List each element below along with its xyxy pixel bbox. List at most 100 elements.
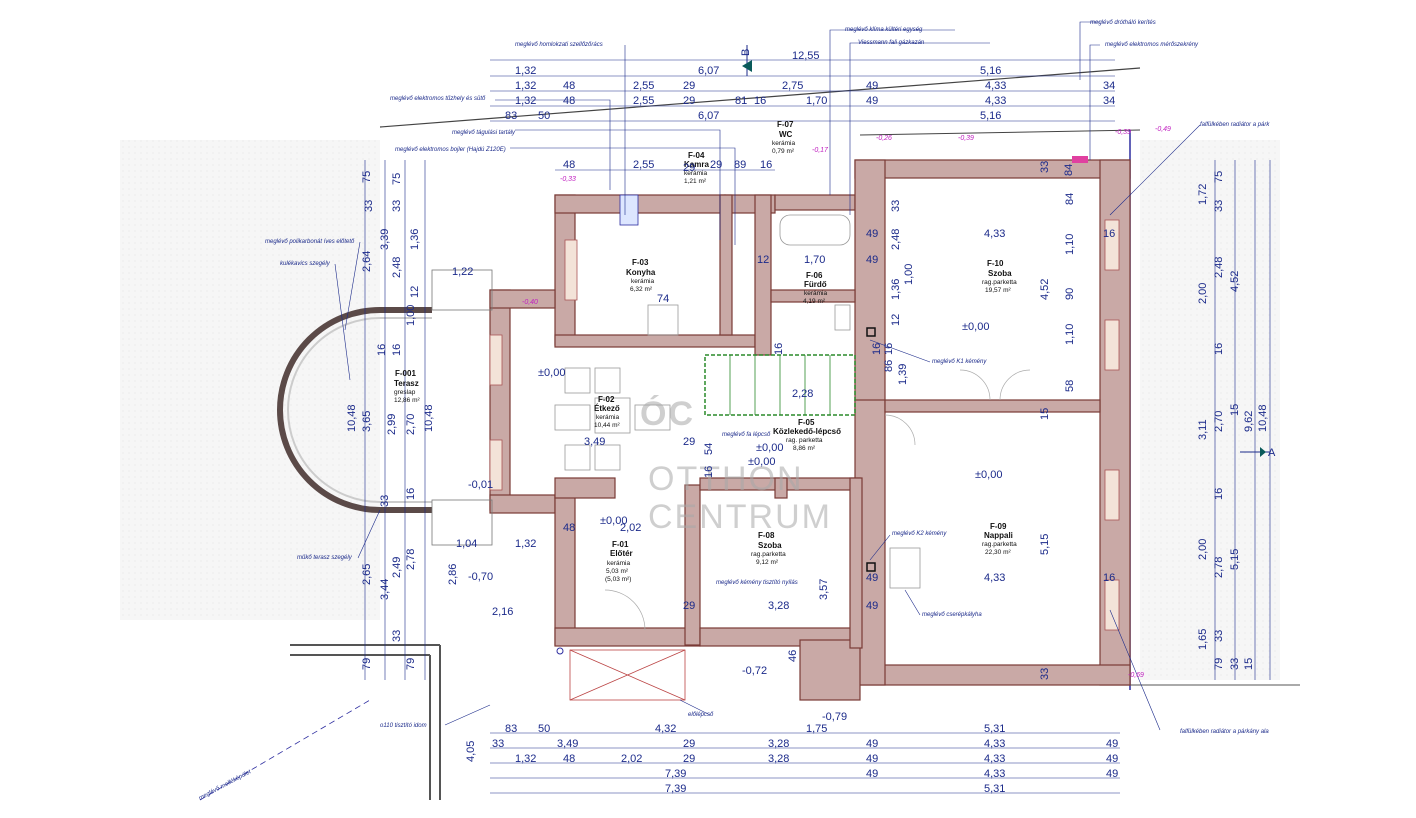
dim-text: 5,15 xyxy=(1039,534,1051,555)
ann-csempe: meglévő cserépkályha xyxy=(922,612,982,618)
svg-text:Konyha: Konyha xyxy=(626,268,656,277)
dim-text: 1,10 xyxy=(1064,234,1076,255)
dim-text: 1,65 xyxy=(1197,629,1209,650)
ann-melleképulet: meglévő melléképület xyxy=(198,769,252,802)
dim-text: 1,70 xyxy=(806,95,827,107)
dim-text: 75 xyxy=(1213,171,1225,183)
dim-text: 58 xyxy=(1064,380,1076,392)
dim-text: 16 xyxy=(1213,488,1225,500)
svg-text:10,44 m²: 10,44 m² xyxy=(594,422,620,429)
dim-text: 49 xyxy=(866,738,878,750)
dim-text: 4,33 xyxy=(984,768,1005,780)
dim-text: 90 xyxy=(1064,288,1076,300)
dim-text: 4,05 xyxy=(465,741,477,762)
dim-text: 49 xyxy=(866,228,878,240)
ann-k1: meglévő K1 kémény xyxy=(932,359,987,365)
section-a-arrow xyxy=(1260,447,1266,457)
outbuilding-line xyxy=(199,699,371,801)
dim-text: 86 xyxy=(883,360,895,372)
bottom-dimensions: 83 50 4,32 1,75 5,31 33 3,49 29 3,28 49 … xyxy=(465,723,1118,795)
level-marker: -0,72 xyxy=(742,665,767,677)
svg-text:F-08: F-08 xyxy=(758,531,775,540)
dim-text: 15 xyxy=(1039,408,1051,420)
dim-text: 12 xyxy=(757,254,769,266)
svg-text:rag.parketta: rag.parketta xyxy=(751,551,786,558)
room-labels: F-001 Terasz greslap 12,86 m² F-02 Étkez… xyxy=(394,120,1017,583)
dim-text: 2,16 xyxy=(492,606,513,618)
dim-text: 29 xyxy=(683,600,695,612)
svg-text:Fürdő: Fürdő xyxy=(804,280,827,289)
dim-text: 29 xyxy=(683,80,695,92)
svg-text:0,79 m²: 0,79 m² xyxy=(772,148,795,155)
dim-text: 49 xyxy=(866,753,878,765)
meter-box-marker xyxy=(1072,156,1088,163)
zero-level: ±0,00 xyxy=(975,469,1002,481)
dim-text: 46 xyxy=(787,650,799,662)
dim-text: 15 xyxy=(1243,658,1255,670)
dim-text: 29 xyxy=(710,159,722,171)
svg-text:Szoba: Szoba xyxy=(988,269,1012,278)
dim-text: 49 xyxy=(1106,768,1118,780)
dim-text: 2,48 xyxy=(890,229,902,250)
dim-text: 15 xyxy=(1229,404,1241,416)
window-niches xyxy=(489,194,1120,631)
dim-text: 2,49 xyxy=(391,557,403,578)
dim-text: 2,70 xyxy=(1213,411,1225,432)
furniture xyxy=(554,214,921,589)
dim-text: 2,00 xyxy=(1197,283,1209,304)
dim-text: 16 xyxy=(871,343,883,355)
dim-text: 2,70 xyxy=(405,414,417,435)
svg-text:F-01: F-01 xyxy=(612,540,629,549)
fence-line xyxy=(379,67,1141,128)
dim-text: 16 xyxy=(391,344,403,356)
dim-text: 10,48 xyxy=(1257,404,1269,432)
dim-text: 1,00 xyxy=(903,264,915,285)
dim-text: 1,36 xyxy=(890,279,902,300)
dim-text: 4,33 xyxy=(984,572,1005,584)
chimney-k1-icon xyxy=(866,327,876,337)
svg-text:F-07: F-07 xyxy=(777,120,794,129)
room-f03: F-03 Konyha kerámia 6,32 m² xyxy=(626,258,656,293)
svg-text:F-02: F-02 xyxy=(598,395,615,404)
level-marker: -0,49 xyxy=(1155,126,1171,133)
door-swings xyxy=(604,369,1031,631)
svg-text:WC: WC xyxy=(779,130,793,139)
dim-text: 1,22 xyxy=(452,266,473,278)
ann-falfulke2: falfülkében radiátor a párkány ala xyxy=(1180,729,1269,735)
dim-text: 48 xyxy=(563,753,575,765)
annotation-labels: meglévő homlokzati szellőzőrács meglévő … xyxy=(198,20,1270,802)
ann-drot: meglévő drótháló kerítés xyxy=(1090,20,1156,26)
dim-text: 10,48 xyxy=(423,404,435,432)
dim-text: 50 xyxy=(538,110,550,122)
dim-text: 3,49 xyxy=(557,738,578,750)
dim-text: 33 xyxy=(391,630,403,642)
dim-text: 10,48 xyxy=(346,404,358,432)
dim-top-total: 12,55 xyxy=(792,50,820,62)
svg-text:kerámia: kerámia xyxy=(607,560,631,567)
dim-text: 48 xyxy=(563,80,575,92)
dim-text: 5,16 xyxy=(980,65,1001,77)
dim-text: 2,78 xyxy=(405,549,417,570)
dim-text: 3,44 xyxy=(379,579,391,600)
terrace-frame xyxy=(431,269,686,701)
left-dimensions: 75 33 3,39 2,64 2,48 1,00 16 10,48 3,65 … xyxy=(346,171,459,670)
dim-text: 2,28 xyxy=(792,388,813,400)
level-marker: -0,39 xyxy=(958,135,974,142)
dim-text: 2,02 xyxy=(621,753,642,765)
dim-text: 16 xyxy=(1103,572,1115,584)
watermark: ÓC OTTHON CENTRUM xyxy=(640,395,830,536)
top-dim-lines xyxy=(490,59,1115,171)
dim-text: 3,39 xyxy=(379,229,391,250)
dim-text: 3,65 xyxy=(361,411,373,432)
svg-text:Előtér: Előtér xyxy=(610,549,633,558)
level-marker: -0,70 xyxy=(468,571,493,583)
svg-text:12,86 m²: 12,86 m² xyxy=(394,397,420,404)
svg-text:F-06: F-06 xyxy=(806,271,823,280)
svg-text:Közlekedő-lépcső: Közlekedő-lépcső xyxy=(773,427,841,436)
ann-polikarbonat: meglévő polikarbonát íves előtető xyxy=(265,239,355,245)
dim-text: 29 xyxy=(683,738,695,750)
dim-text: 4,32 xyxy=(655,723,676,735)
dim-text: 34 xyxy=(1103,80,1115,92)
level-marker: -0,26 xyxy=(876,135,892,142)
svg-text:8,86 m²: 8,86 m² xyxy=(793,445,816,452)
